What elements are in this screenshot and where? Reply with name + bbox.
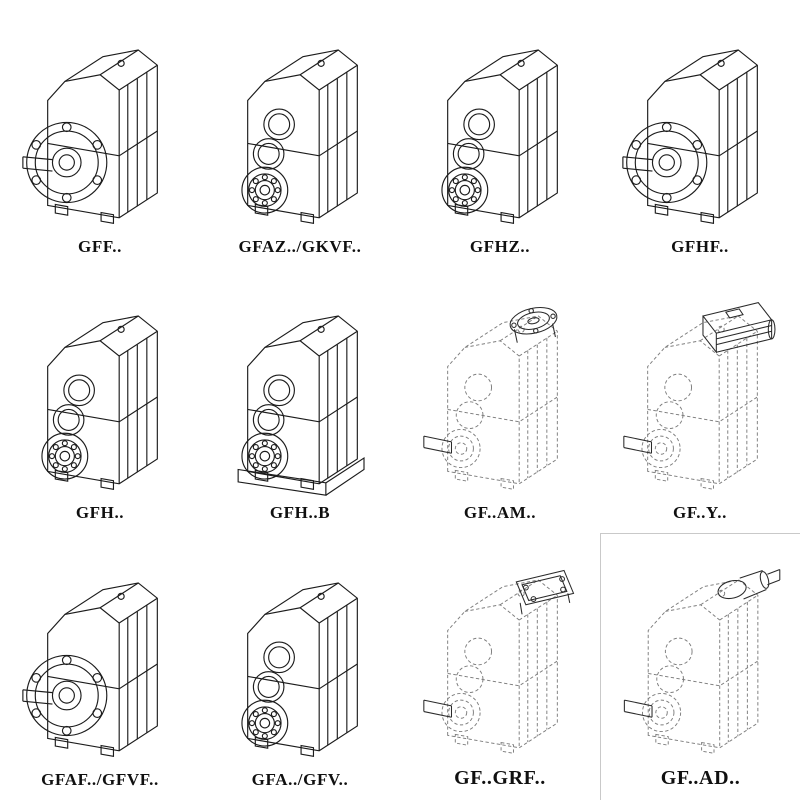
gearbox-with-motor-flange-drawing — [423, 303, 560, 491]
shaft-mounted-gearbox-with-base-drawing — [237, 315, 365, 497]
model-label-gfhf: GFHF.. — [671, 236, 729, 256]
gearbox-item-gfaf-gfvf: GFAF../GFVF.. — [0, 533, 200, 800]
gearbox-item-gf-am: GF..AM.. — [400, 267, 600, 534]
model-label-gfh-b: GFH..B — [269, 503, 331, 523]
model-label-gf-ad: GF..AD.. — [660, 766, 741, 789]
shaft-mounted-gearbox-drawing — [441, 49, 558, 224]
gearbox-with-motor-drawing — [623, 302, 776, 491]
model-label-gfaf-gfvf: GFAF../GFVF.. — [41, 769, 159, 789]
gearbox-item-gf-grf: GF..GRF.. — [400, 533, 600, 800]
gearbox-item-gf-ad: GF..AD.. — [600, 533, 800, 800]
gearbox-item-gfhf: GFHF.. — [600, 0, 800, 267]
gearbox-item-gfh: GFH.. — [0, 267, 200, 534]
model-label-gf-y: GF..Y.. — [673, 503, 727, 523]
gearbox-with-input-flange-drawing — [423, 569, 574, 754]
model-label-gf-grf: GF..GRF.. — [454, 766, 546, 789]
shaft-mounted-gearbox-drawing — [241, 49, 358, 224]
gearbox-item-gfaz-gkvf: GFAZ../GKVF.. — [200, 0, 400, 267]
gearbox-item-gfh-b: GFH..B — [200, 267, 400, 534]
model-label-gfaz-gkvf: GFAZ../GKVF.. — [238, 236, 362, 256]
gearbox-item-gfa-gfv: GFA../GFV.. — [200, 533, 400, 800]
flange-output-gearbox-drawing — [22, 582, 158, 757]
model-label-gfh: GFH.. — [75, 503, 125, 523]
flange-output-gearbox-drawing — [622, 49, 758, 224]
gearbox-item-gff: GFF.. — [0, 0, 200, 267]
model-label-gfa-gfv: GFA../GFV.. — [251, 769, 349, 789]
shaft-mounted-gearbox-drawing — [41, 315, 158, 491]
flange-output-gearbox-drawing — [22, 49, 158, 224]
model-label-gfhz: GFHZ.. — [469, 236, 531, 256]
model-label-gff: GFF.. — [78, 236, 122, 256]
gearbox-with-input-shaft-drawing — [623, 568, 781, 754]
model-label-gf-am: GF..AM.. — [463, 503, 537, 523]
gearbox-item-gfhz: GFHZ.. — [400, 0, 600, 267]
gearbox-item-gf-y: GF..Y.. — [600, 267, 800, 534]
shaft-mounted-gearbox-drawing — [241, 582, 358, 757]
